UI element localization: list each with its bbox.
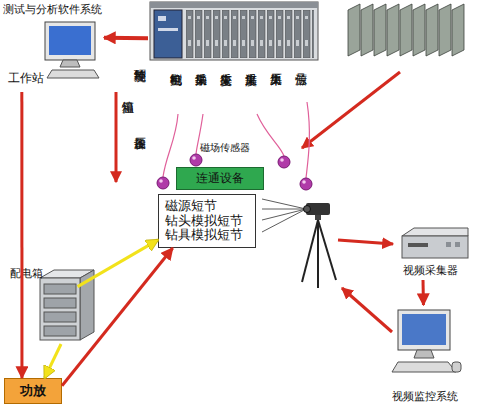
node-text: 磁源短节 钻头模拟短节 钻具模拟短节 — [165, 199, 249, 244]
magnetic-sensor — [280, 158, 284, 162]
signal-arrow — [302, 72, 400, 148]
module-cards — [361, 4, 373, 56]
video-monitor — [392, 362, 456, 372]
power-cabinet — [40, 278, 80, 340]
sub-assembly-box: 磁源短节 钻头模拟短节 钻具模拟短节 — [158, 194, 256, 248]
node-text: 测试与分析软件系统 — [3, 4, 102, 15]
video-capture-device — [455, 242, 460, 247]
sensor-wire — [257, 114, 284, 156]
pxi-chassis — [150, 2, 318, 8]
camera-view-line — [262, 199, 306, 232]
module-cards — [374, 4, 386, 56]
workstation-monitor — [45, 22, 99, 78]
magnetic-sensor — [302, 180, 306, 184]
magnetic-sensor — [190, 154, 202, 166]
sensor-label: 磁场传感器 — [200, 143, 250, 153]
camera-view-line — [262, 199, 306, 209]
pxi-chassis: 电机控制振动采集应变采集温度采集压力采集信号源 — [148, 0, 320, 132]
node-text: 连通设备 — [196, 172, 244, 186]
signal-arrow — [116, 72, 400, 332]
video-capture-device — [446, 242, 451, 247]
signal-arrow — [115, 92, 118, 182]
video-capture-device — [402, 236, 468, 258]
signal-arrow — [342, 288, 392, 332]
video-monitor — [414, 350, 434, 358]
pxi-chassis — [150, 2, 318, 60]
tripod-camera — [317, 220, 319, 288]
video-monitor — [402, 314, 446, 345]
workstation-monitor — [60, 60, 80, 67]
magnetic-sensor — [159, 179, 163, 183]
pxi-chassis — [158, 16, 166, 21]
video-capture-unit: 视频采集器 — [395, 222, 475, 280]
video-capture-device — [402, 228, 468, 258]
power-cabinet — [44, 312, 76, 322]
power-cabinet — [80, 270, 94, 340]
node-text: 配电箱 — [10, 268, 43, 279]
workstation: 测试与分析软件系统工作站 — [0, 0, 104, 92]
power-cabinet — [44, 326, 76, 336]
connector-arrow — [62, 248, 173, 386]
module-cards — [439, 4, 451, 56]
magnetic-sensor — [300, 178, 312, 190]
connector-arrow — [20, 92, 23, 378]
module-cards — [426, 4, 438, 56]
module-cards — [452, 4, 464, 56]
pxi-chassis — [158, 28, 178, 31]
power-cabinet — [44, 284, 76, 294]
tripod-camera — [315, 215, 321, 220]
pxi-chassis — [154, 10, 182, 58]
workstation-monitor — [49, 26, 91, 55]
module-cards — [413, 4, 425, 56]
video-capture-device — [402, 228, 468, 236]
camera-view-line — [262, 209, 306, 210]
magnetic-sensor — [278, 156, 290, 168]
module-cards — [348, 4, 464, 56]
power-cabinet — [40, 270, 94, 340]
tripod-camera — [304, 206, 311, 213]
workstation-monitor — [45, 22, 95, 60]
power-cabinet-node: 配电箱 — [4, 262, 96, 344]
tripod-camera — [302, 220, 318, 282]
connector-arrow — [78, 240, 158, 287]
magnetic-sensor — [157, 154, 312, 190]
signal-arrow — [338, 240, 393, 244]
video-capture-device — [408, 243, 428, 247]
video-monitor — [452, 362, 461, 372]
connector-arrow — [422, 280, 425, 305]
tripod-camera — [302, 203, 336, 288]
tripod-camera — [318, 220, 336, 280]
sensor-wire — [306, 102, 309, 178]
pxi-chassis — [186, 10, 314, 58]
magnetic-sensor — [157, 177, 169, 189]
node-text: 工作站 — [8, 72, 44, 84]
module-cards — [348, 4, 360, 56]
connector-arrow — [104, 36, 148, 41]
camera-view-line — [262, 209, 306, 220]
video-monitor — [392, 310, 461, 372]
node-text: 视频采集器 — [403, 265, 458, 276]
video-monitor — [398, 310, 450, 350]
module-cards — [387, 4, 399, 56]
camera-view-line — [262, 209, 306, 232]
module-cards — [400, 4, 412, 56]
node-text: 功放 — [20, 384, 46, 399]
power-amplifier-box: 功放 — [4, 378, 62, 404]
connection-device-box: 连通设备 — [176, 167, 264, 190]
video-monitoring-system: 视频监控系统 — [380, 305, 486, 410]
power-cabinet — [44, 298, 76, 308]
pxi-chassis — [150, 2, 318, 60]
connector-arrow — [45, 344, 61, 378]
magnetic-sensor — [192, 156, 196, 160]
node-text: 视频监控系统 — [392, 391, 458, 402]
workstation-monitor — [47, 70, 99, 78]
